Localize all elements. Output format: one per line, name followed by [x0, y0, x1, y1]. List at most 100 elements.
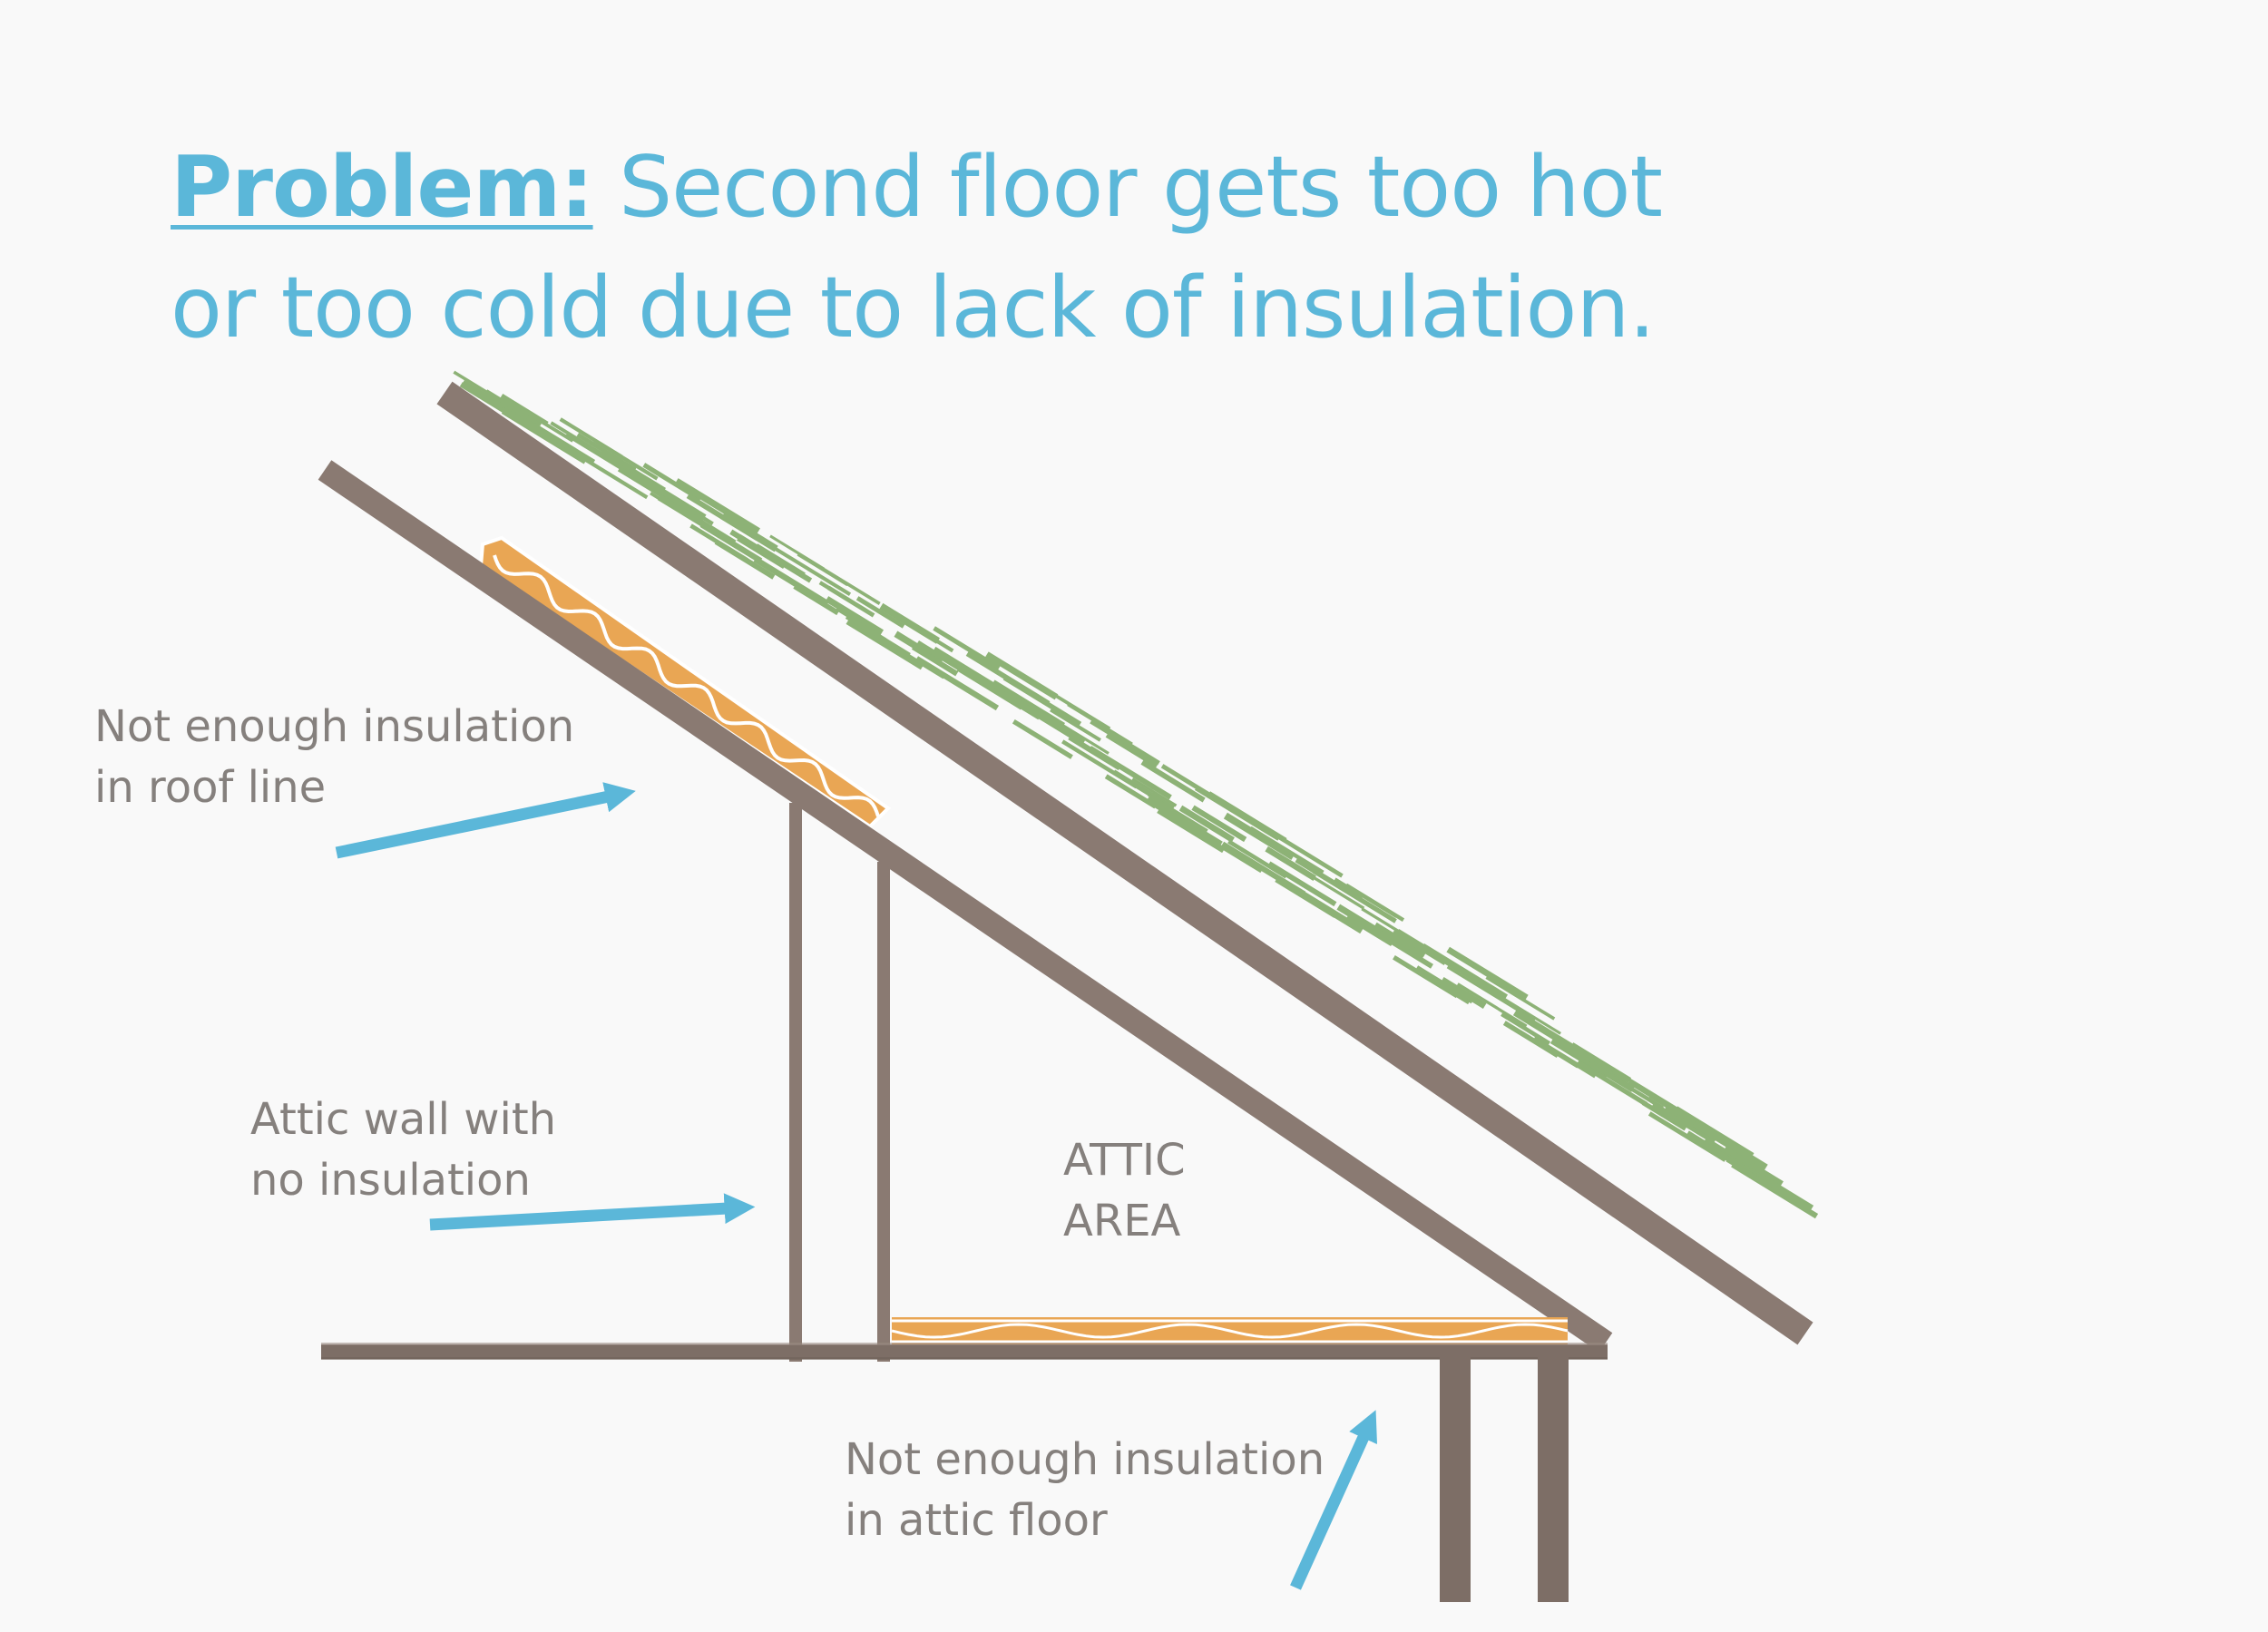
attic-wall-label-line-1: Attic wall with: [250, 1094, 557, 1145]
shingle-stroke: [992, 679, 1066, 728]
shingle-stroke: [508, 400, 574, 443]
shingle-stroke: [1002, 675, 1082, 727]
shingle-stroke: [1692, 1120, 1768, 1170]
shingle-stroke: [563, 445, 649, 500]
attic-wall-label-line-2: no insulation: [250, 1155, 531, 1206]
shingle-stroke: [793, 583, 840, 616]
shingle-stroke: [1145, 796, 1223, 847]
headline-line-1: Second floor gets too hot: [592, 138, 1663, 236]
shingle-stroke: [1374, 922, 1426, 957]
shingle-stroke: [1421, 943, 1509, 1001]
lower-wall-posts: [1440, 1355, 1569, 1602]
headline-lead: Problem:: [171, 138, 594, 236]
shingle-stroke: [1012, 719, 1073, 759]
shingle-stroke: [826, 585, 875, 618]
inner-roof-rafter: [318, 460, 1613, 1353]
roof-shingles: [453, 370, 1819, 1219]
shingle-stroke: [1651, 1101, 1716, 1145]
shingle-stroke: [1051, 718, 1110, 755]
shingle-stroke: [1377, 932, 1433, 969]
attic-floor-insulation-label: Not enough insulation in attic floor: [845, 1430, 1325, 1551]
shingle-stroke: [769, 543, 852, 597]
shingle-stroke: [1344, 883, 1405, 922]
shingle-stroke: [1301, 892, 1364, 934]
shingle-stroke: [720, 513, 778, 552]
roof-line-arrow: [335, 782, 636, 859]
shingle-stroke: [1002, 690, 1086, 746]
shingle-stroke: [1446, 946, 1529, 1001]
shingle-stroke: [1537, 1041, 1597, 1079]
shingle-stroke: [532, 423, 596, 464]
shingle-stroke: [1207, 791, 1287, 843]
shingle-stroke: [1312, 868, 1397, 923]
attic-wall-arrow: [429, 1193, 756, 1231]
attic-wall-insulation-label: Attic wall with no insulation: [250, 1090, 556, 1211]
shingle-stroke: [825, 596, 885, 636]
shingle-stroke: [1223, 812, 1295, 861]
shingle-stroke: [714, 539, 776, 580]
shingle-stroke: [1157, 809, 1225, 854]
attic-area-label: ATTIC AREA: [1063, 1130, 1186, 1252]
shingle-stroke: [1178, 805, 1235, 843]
attic-area-label-line-2: AREA: [1063, 1196, 1181, 1246]
shingle-stroke: [753, 556, 830, 607]
shingle-stroke: [1399, 959, 1470, 1005]
shingle-stroke: [1067, 703, 1133, 746]
shingle-stroke: [1140, 759, 1206, 803]
shingle-stroke: [1090, 719, 1160, 766]
shingle-stroke: [855, 596, 905, 629]
attic-floor-label-line-2: in attic floor: [845, 1495, 1108, 1546]
headline: Problem: Second floor gets too hot or too…: [171, 127, 2076, 368]
shingle-stroke: [593, 438, 659, 481]
shingle-stroke: [1208, 838, 1263, 874]
shingle-stroke: [1756, 1173, 1814, 1212]
shingle-stroke: [911, 644, 959, 677]
shingle-stroke: [1731, 1162, 1819, 1219]
shingle-stroke: [1512, 1009, 1582, 1056]
shingle-stroke: [1191, 805, 1247, 843]
shingle-stroke: [1249, 826, 1325, 875]
shingle-stroke: [1440, 977, 1487, 1009]
shingle-stroke: [1576, 1060, 1648, 1107]
shingle-stroke: [1088, 746, 1172, 800]
shingle-stroke: [1194, 786, 1280, 841]
shingle-stroke: [846, 620, 924, 670]
shingle-stroke: [1641, 1100, 1687, 1131]
attic-floor-arrow: [1290, 1410, 1378, 1590]
shingle-stroke: [550, 421, 607, 458]
shingle-stroke: [1105, 733, 1158, 768]
shingle-stroke: [933, 626, 1001, 670]
shingle-stroke: [1267, 861, 1337, 907]
attic-area-label-line-1: ATTIC: [1063, 1135, 1186, 1186]
shingle-stroke: [1703, 1137, 1766, 1179]
shingle-stroke: [1485, 975, 1556, 1021]
shingle-stroke: [1501, 1011, 1551, 1046]
shingle-stroke: [1304, 870, 1365, 910]
attic-floor-label-line-1: Not enough insulation: [845, 1434, 1325, 1485]
shingle-stroke: [882, 606, 954, 653]
shingle-stroke: [914, 656, 1000, 711]
shingle-stroke: [1272, 832, 1344, 878]
shingle-stroke: [699, 522, 763, 563]
shingle-stroke: [1456, 982, 1528, 1028]
outer-roof-board: [436, 381, 1813, 1345]
shingle-stroke: [1147, 793, 1208, 833]
shingle-stroke: [1723, 1146, 1784, 1187]
shingle-stroke: [1131, 777, 1178, 807]
shingle-stroke: [754, 543, 806, 579]
shingle-stroke: [800, 553, 881, 605]
shingle-stroke: [1601, 1069, 1664, 1109]
roof-line-label-line-2: in roof line: [94, 762, 327, 813]
roof-line-label-line-1: Not enough insulation: [94, 701, 575, 752]
shingle-stroke: [650, 484, 714, 526]
shingle-stroke: [674, 478, 761, 534]
shingle-stroke: [1050, 708, 1101, 742]
shingle-stroke: [484, 389, 543, 429]
roof-line-insulation-label: Not enough insulation in roof line: [94, 697, 574, 818]
shingle-stroke: [1487, 987, 1562, 1035]
attic-floor-joist: [321, 1343, 1608, 1360]
attic-floor-insulation-batt: [891, 1317, 1569, 1344]
headline-line-2: or too cold due to lack of insulation.: [171, 259, 1656, 357]
